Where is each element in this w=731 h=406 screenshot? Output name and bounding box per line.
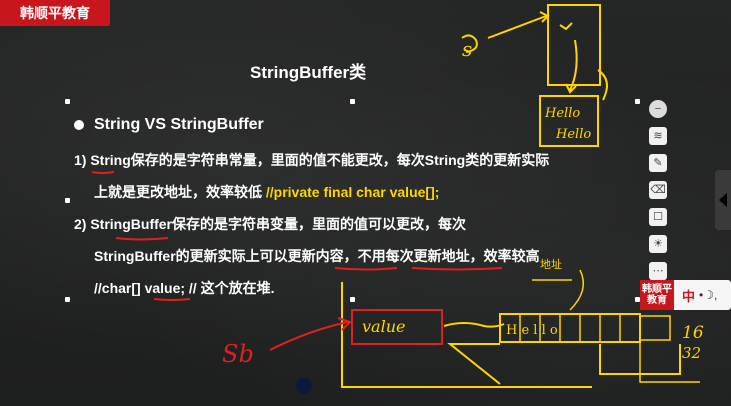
selection-handle-tm[interactable] xyxy=(350,99,355,104)
heading-text: String VS StringBuffer xyxy=(94,116,264,133)
slide-body: String VS StringBuffer 1) String保存的是字符串常… xyxy=(74,116,634,304)
array-arrow-down xyxy=(447,343,501,385)
char-array-letters: H e l l o xyxy=(506,323,558,338)
brand-logo: 韩顺平教育 xyxy=(0,0,110,26)
body-line-2: 上就是更改地址，效率较低 //private final char value[… xyxy=(74,176,634,208)
ime-mode-icons[interactable]: •☽, xyxy=(699,288,718,302)
note-curve xyxy=(569,269,585,311)
layers-icon[interactable]: ≋ xyxy=(649,127,667,145)
note-top-label: 地址 xyxy=(540,257,562,271)
arrow-s-to-box xyxy=(487,11,550,39)
hello-box xyxy=(539,95,599,147)
selection-handle-tl[interactable] xyxy=(65,99,70,104)
pen-icon[interactable]: ✎ xyxy=(649,154,667,172)
ime-language-toggle[interactable]: 中 xyxy=(682,288,696,304)
side-collapse-tab[interactable] xyxy=(715,170,731,230)
red-underline-string xyxy=(91,171,115,174)
eraser-icon[interactable]: ⌫ xyxy=(649,181,667,199)
highlight-char-array: //private final char value[]; xyxy=(265,184,440,200)
sb-arrow xyxy=(269,317,352,351)
char-array-cells xyxy=(519,314,621,342)
red-underline-stringbuffer xyxy=(115,237,169,241)
square-icon[interactable]: ☐ xyxy=(649,208,667,226)
ime-logo: 韩顺平教育 xyxy=(640,280,674,310)
hello-text-2: Hello xyxy=(555,127,591,142)
bullet-heading: String VS StringBuffer xyxy=(74,116,634,134)
heap-frame xyxy=(341,282,592,388)
laser-pointer-dot xyxy=(296,378,312,394)
arrow-value-to-array xyxy=(443,322,505,328)
minus-icon[interactable]: − xyxy=(649,100,667,118)
body-line-2-text: 上就是更改地址，效率较低 //private final char value[… xyxy=(94,184,440,200)
s-curve-top xyxy=(461,34,478,53)
hello-text-1: Hello xyxy=(544,106,580,121)
bullet-dot-icon xyxy=(74,120,84,130)
more-icon[interactable]: ⋯ xyxy=(649,262,667,280)
capacity-32: 32 xyxy=(682,344,701,362)
curve-right xyxy=(597,69,608,101)
bulb-icon[interactable]: ☀ xyxy=(649,235,667,253)
selection-handle-bm[interactable] xyxy=(350,297,355,302)
value-box xyxy=(351,309,443,345)
top-box xyxy=(547,4,601,86)
ime-widget[interactable]: 韩顺平教育 中 •☽, xyxy=(640,280,731,310)
body-line-5: //char[] value; // 这个放在堆. xyxy=(94,280,275,296)
selection-handle-ml[interactable] xyxy=(65,198,70,203)
slide-title: StringBuffer类 xyxy=(250,63,367,82)
selection-handle-bl[interactable] xyxy=(65,297,70,302)
body-line-1: 1) String保存的是字符串常量，里面的值不能更改，每次String类的更新… xyxy=(74,152,550,168)
selection-handle-tr[interactable] xyxy=(635,99,640,104)
extension-line xyxy=(639,342,700,383)
drawing-toolbar: − ≋ ✎ ⌫ ☐ ☀ ⋯ xyxy=(646,100,670,280)
capacity-16: 16 xyxy=(682,323,704,343)
arrow-box-to-hello xyxy=(565,39,578,94)
s-label: s xyxy=(462,37,472,61)
value-label: value xyxy=(362,317,405,336)
sb-label: Sb xyxy=(222,340,254,368)
red-underline-char-value xyxy=(153,298,191,301)
red-underline-no-update-address xyxy=(411,267,503,271)
red-underline-update-content xyxy=(334,267,398,271)
selection-handle-br[interactable] xyxy=(635,297,640,302)
v-mark xyxy=(559,22,573,31)
chevron-left-icon xyxy=(719,193,727,207)
body-line-3: 2) StringBuffer保存的是字符串变量，里面的值可以更改，每次 xyxy=(74,216,466,232)
char-array-extension xyxy=(639,315,671,341)
body-line-4: StringBuffer的更新实际上可以更新内容，不用每次更新地址，效率较高 xyxy=(94,248,540,264)
